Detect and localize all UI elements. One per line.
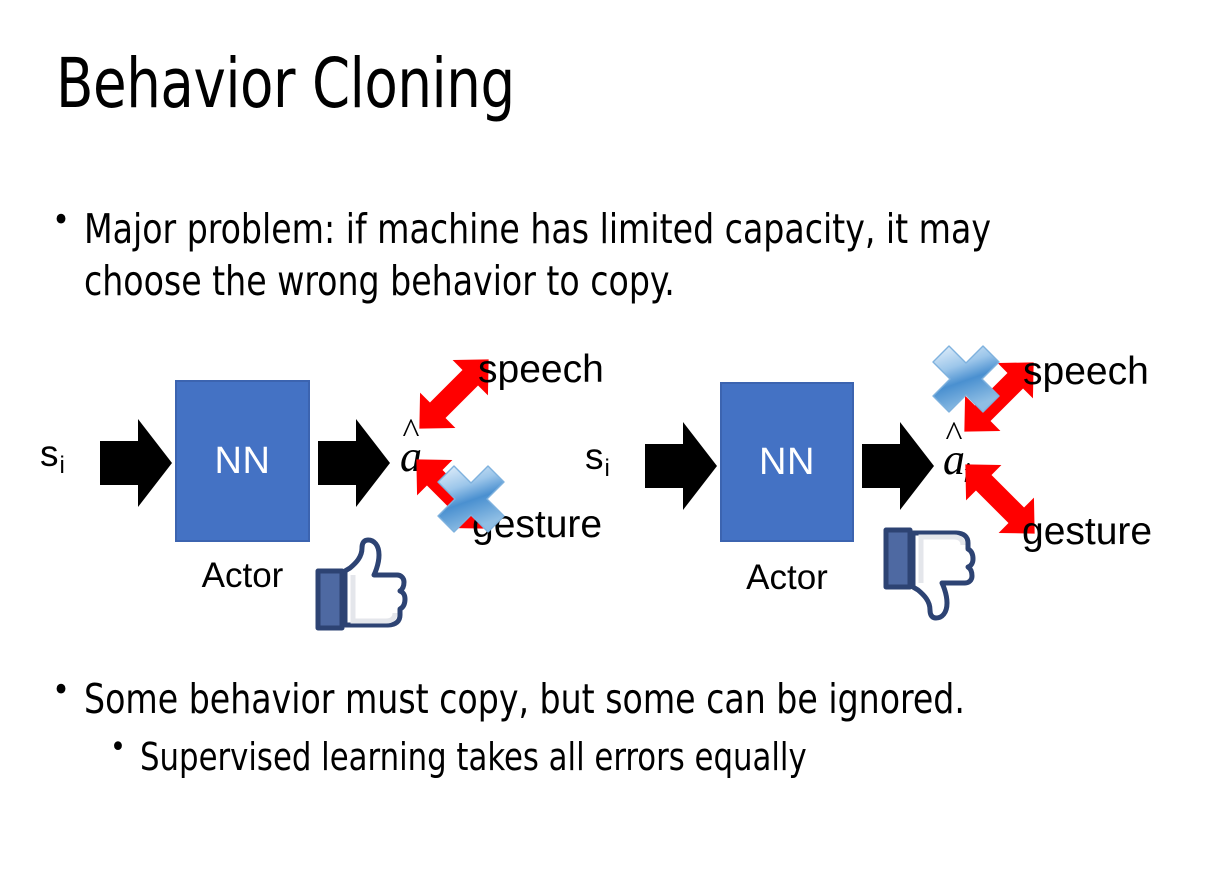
diagram-correct-case: si NN Actor ^ a i speech <box>0 330 605 640</box>
nn-box: NN <box>175 380 310 542</box>
thumbs-down-icon <box>883 527 976 621</box>
nn-label: NN <box>759 440 815 483</box>
thumbs-up-icon <box>315 537 408 631</box>
gesture-label: gesture <box>1022 510 1153 553</box>
output-arrow-icon <box>862 422 934 510</box>
action-output-label: ^ a i <box>943 413 971 488</box>
hat-accent: ^ <box>402 410 420 451</box>
bullet-major-problem: • Major problem: if machine has limited … <box>52 203 1132 307</box>
speech-double-arrow-icon <box>419 359 489 429</box>
bullet-text: Some behavior must copy, but some can be… <box>84 675 965 723</box>
gesture-double-arrow-icon <box>965 464 1035 534</box>
bullet-marker: • <box>52 200 71 240</box>
bullet-some-behavior: • Some behavior must copy, but some can … <box>52 673 1162 725</box>
nn-label: NN <box>214 439 271 482</box>
nn-box: NN <box>720 382 854 542</box>
input-arrow-icon <box>645 422 717 510</box>
diagram-incorrect-case: si NN Actor ^ a i speech <box>545 330 1153 640</box>
bullet-text: Major problem: if machine has limited ca… <box>84 205 992 306</box>
speech-label: speech <box>1023 350 1149 393</box>
hat-accent: ^ <box>945 413 963 454</box>
state-input-label: si <box>40 433 65 479</box>
state-input-label: si <box>585 436 610 482</box>
actor-label: Actor <box>201 556 284 595</box>
cross-out-icon <box>932 345 1000 413</box>
speech-label: speech <box>478 348 604 391</box>
cross-out-icon <box>437 465 505 533</box>
page-title: Behavior Cloning <box>56 44 515 124</box>
bullet-supervised-learning: • Supervised learning takes all errors e… <box>110 733 1160 781</box>
actor-label: Actor <box>746 558 828 597</box>
speech-double-arrow-icon <box>964 362 1034 432</box>
input-arrow-icon <box>100 419 172 507</box>
bullet-marker: • <box>110 730 126 765</box>
bullet-text: Supervised learning takes all errors equ… <box>139 735 807 779</box>
bullet-marker: • <box>52 670 71 710</box>
output-arrow-icon <box>318 419 390 507</box>
